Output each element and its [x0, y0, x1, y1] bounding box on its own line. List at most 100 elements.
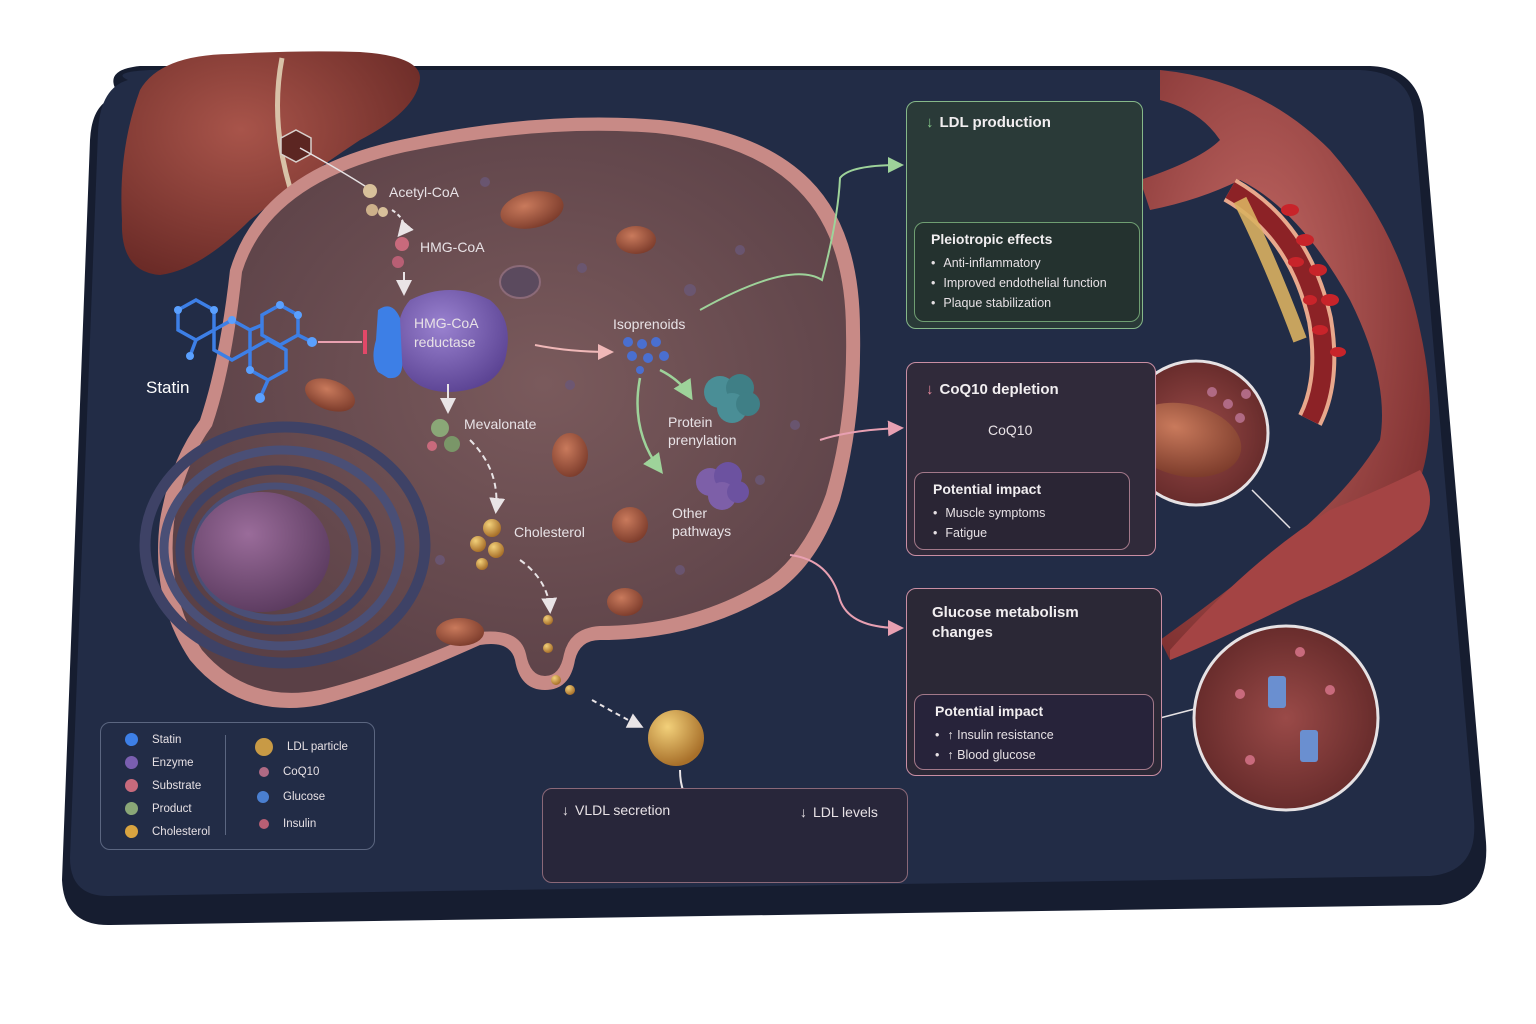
hmg-coa-particles — [392, 237, 409, 268]
acetyl-coa-label: Acetyl-CoA — [389, 184, 460, 200]
coq10-impact-title: Potential impact — [933, 481, 1042, 497]
vldl-secretion-text: VLDL secretion — [575, 802, 671, 818]
secreted-ldl-particle — [648, 710, 704, 766]
isoprenoids-label: Isoprenoids — [613, 316, 686, 332]
legend-item: Cholesterol — [125, 825, 210, 838]
glucose-title-line2: changes — [932, 624, 993, 641]
pleiotropic-effects-list: Anti-inflammatory Improved endothelial f… — [931, 253, 1123, 313]
list-item: Fatigue — [933, 523, 1111, 543]
connector-ldl-production — [699, 157, 904, 311]
down-arrow-icon: ↓ — [926, 114, 934, 131]
blood-glucose-text: Blood glucose — [957, 748, 1036, 762]
list-item: Anti-inflammatory — [931, 253, 1123, 273]
protein-prenylation-label: Protein prenylation — [668, 413, 737, 449]
enzyme-blob — [397, 290, 508, 392]
legend-item: Enzyme — [125, 756, 194, 769]
up-arrow-icon: ↑ — [947, 728, 958, 742]
legend-item: LDL particle — [255, 738, 348, 756]
vesicles — [435, 177, 800, 575]
legend-label: CoQ10 — [283, 766, 320, 778]
mitochondrion — [305, 378, 355, 412]
coq10-impact-list: Muscle symptoms Fatigue — [933, 503, 1111, 543]
zoom-connector-mito — [1251, 489, 1291, 529]
legend-label: LDL particle — [287, 741, 348, 753]
ldl-levels-title: ↓ LDL levels — [800, 804, 878, 820]
protein-blob — [704, 374, 760, 423]
legend: Statin Enzyme Substrate Product Choleste… — [100, 722, 375, 850]
zoom-insulin-receptors — [1268, 676, 1318, 762]
hmg-coa-reductase-label: HMG-CoA reductase — [414, 314, 479, 352]
connector-coq10 — [819, 420, 904, 441]
pleiotropic-effects-box: Pleiotropic effects Anti-inflammatory Im… — [914, 222, 1140, 322]
vldl-ldl-panel — [542, 788, 908, 883]
coq10-depletion-text: CoQ10 depletion — [939, 381, 1059, 398]
hmg-coa-reductase-line2: reductase — [414, 334, 476, 350]
ldl-production-title: ↓ LDL production — [926, 114, 1051, 131]
insulin-receptor-zoom — [1192, 624, 1380, 812]
cell-illustration — [139, 117, 861, 708]
down-arrow-icon: ↓ — [926, 381, 934, 398]
statin-atoms — [174, 301, 317, 403]
product-dot — [125, 802, 138, 815]
list-item: Improved endothelial function — [931, 273, 1123, 293]
legend-label: Statin — [152, 733, 182, 746]
ldl-production-text: LDL production — [939, 114, 1051, 131]
down-arrow-icon: ↓ — [562, 802, 569, 818]
pleiotropic-effects-title: Pleiotropic effects — [931, 231, 1053, 247]
legend-label: Insulin — [283, 818, 317, 830]
arrow-to-other-pathways — [636, 377, 663, 475]
glucose-impact-list: ↑ Insulin resistance ↑ Blood glucose — [935, 725, 1133, 765]
endoplasmic-reticulum — [139, 421, 431, 669]
list-item: Muscle symptoms — [933, 503, 1111, 523]
coq10-impact-box: Potential impact Muscle symptoms Fatigue — [914, 472, 1130, 550]
down-arrow-icon: ↓ — [800, 804, 807, 820]
ldl-levels-text: LDL levels — [813, 804, 878, 820]
legend-divider — [225, 735, 226, 835]
zoom-insulin-particles — [1235, 647, 1335, 765]
zoom-coq10-particles — [1207, 387, 1251, 423]
legend-item: Statin — [125, 733, 181, 746]
arrow-acetyl-to-hmg — [391, 209, 414, 238]
blood-vessel-illustration — [1140, 70, 1430, 660]
legend-item: Insulin — [259, 818, 316, 830]
other-pathways-label: Other pathways — [672, 504, 731, 540]
coq10-label: CoQ10 — [988, 422, 1033, 438]
nucleus — [194, 492, 330, 612]
red-blood-cells — [1281, 204, 1346, 357]
muscle-tissue — [1170, 470, 1430, 660]
protein-prenylation-line1: Protein — [668, 414, 713, 430]
statin-dot — [125, 733, 138, 746]
mitochondrion — [607, 588, 643, 616]
mitochondrion — [552, 433, 588, 477]
legend-label: Product — [152, 802, 192, 815]
legend-item: Glucose — [257, 791, 325, 803]
enzyme-dot — [125, 756, 138, 769]
arrow-cholesterol-to-membrane — [519, 559, 558, 614]
legend-item: Substrate — [125, 779, 201, 792]
other-pathway-blob — [696, 462, 749, 510]
insulin-resistance-text: Insulin resistance — [957, 728, 1054, 742]
arrow-to-prenylation — [659, 368, 693, 401]
cholesterol-particles — [470, 519, 504, 570]
statin-bound — [373, 306, 403, 379]
other-pathways-line2: pathways — [672, 523, 732, 539]
mevalonate-label: Mevalonate — [464, 416, 537, 432]
mitochondrion — [616, 226, 656, 254]
vldl-secretion-title: ↓ VLDL secretion — [562, 802, 670, 818]
coq10-depletion-title: ↓ CoQ10 depletion — [926, 381, 1059, 398]
cholesterol-label: Cholesterol — [514, 524, 585, 540]
cholesterol-dot — [125, 825, 138, 838]
list-item: ↑ Blood glucose — [935, 745, 1133, 765]
isoprenoid-particles — [623, 337, 669, 374]
arrow-mevalonate-to-isoprenoids — [534, 343, 614, 360]
mevalonate-particles — [427, 419, 460, 452]
protein-prenylation-line2: prenylation — [668, 432, 737, 448]
acetyl-coa-particles — [363, 184, 388, 217]
legend-label: Cholesterol — [152, 825, 211, 838]
legend-label: Substrate — [152, 779, 202, 792]
ldl-particle-dot — [255, 738, 273, 756]
liver-illustration — [121, 51, 420, 276]
legend-label: Glucose — [283, 791, 326, 803]
insulin-dot — [259, 819, 269, 829]
statin-label: Statin — [146, 378, 190, 397]
